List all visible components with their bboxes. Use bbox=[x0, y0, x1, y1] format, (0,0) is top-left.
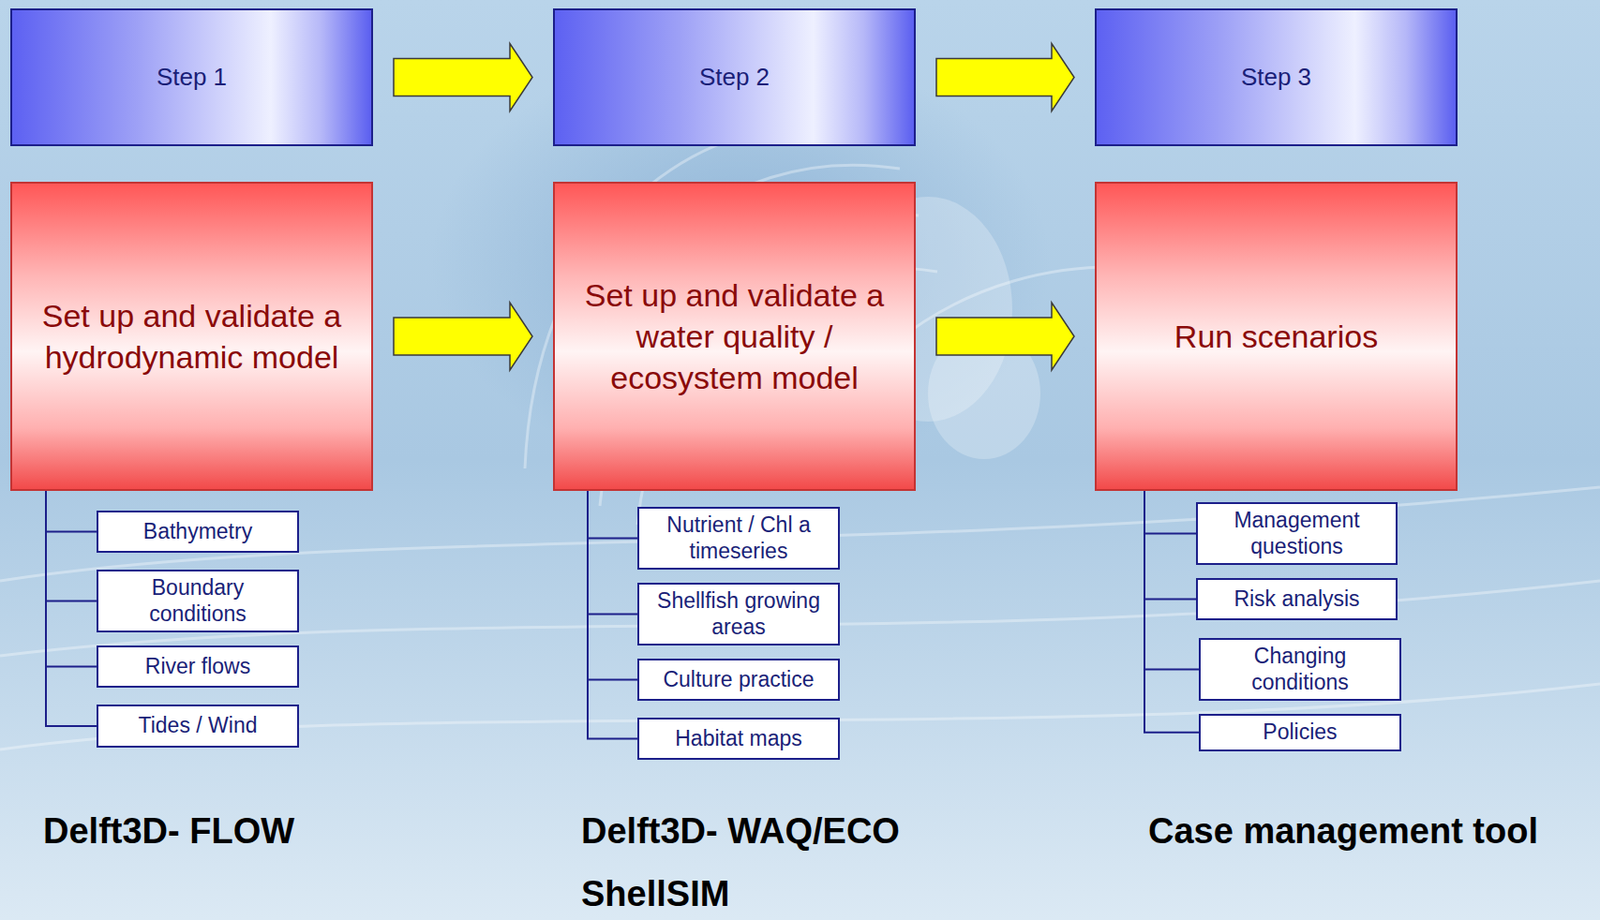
block-arrow bbox=[936, 44, 1075, 112]
input-box: River flows bbox=[96, 645, 300, 688]
tool-label: Delft3D- FLOW bbox=[43, 810, 295, 853]
input-box: Tides / Wind bbox=[96, 704, 300, 748]
node-text: Policies bbox=[1262, 719, 1337, 747]
tree-connector bbox=[587, 491, 638, 681]
node-text: Bathymetry bbox=[143, 519, 253, 546]
node-text: Step 1 bbox=[156, 62, 227, 92]
node-text: Run scenarios bbox=[1174, 315, 1378, 358]
step-header: Step 2 bbox=[553, 8, 916, 147]
tree-connector bbox=[1144, 491, 1197, 600]
tree-connector bbox=[45, 491, 97, 602]
tree-connector bbox=[587, 491, 638, 615]
tool-label: ShellSIM bbox=[581, 873, 730, 915]
tree-connector bbox=[1144, 491, 1199, 671]
tool-label: Case management tool bbox=[1148, 810, 1539, 853]
process-box: Set up and validate a water quality / ec… bbox=[553, 181, 916, 492]
node-text: Shellfish growing areas bbox=[646, 588, 831, 641]
process-box: Set up and validate a hydrodynamic model bbox=[10, 181, 374, 492]
input-box: Bathymetry bbox=[96, 510, 300, 554]
tree-connector bbox=[45, 491, 97, 727]
tree-connector bbox=[1144, 491, 1197, 535]
input-box: Nutrient / Chl a timeseries bbox=[637, 507, 840, 570]
block-arrow bbox=[393, 44, 533, 112]
process-box: Run scenarios bbox=[1094, 181, 1458, 492]
node-text: Step 2 bbox=[699, 62, 770, 92]
input-box: Shellfish growing areas bbox=[637, 583, 840, 646]
node-text: Nutrient / Chl a timeseries bbox=[646, 512, 831, 565]
node-text: Changing conditions bbox=[1208, 643, 1392, 696]
input-box: Culture practice bbox=[637, 658, 840, 702]
tree-connector bbox=[1144, 491, 1199, 733]
node-text: Tides / Wind bbox=[138, 713, 258, 740]
input-box: Policies bbox=[1198, 714, 1402, 752]
tree-connector bbox=[45, 491, 97, 533]
node-text: Step 3 bbox=[1241, 62, 1312, 92]
tree-connector bbox=[587, 491, 638, 740]
node-text: Habitat maps bbox=[674, 726, 803, 753]
block-arrow bbox=[393, 302, 533, 371]
input-box: Habitat maps bbox=[637, 717, 840, 761]
step-header: Step 3 bbox=[1094, 8, 1458, 147]
tool-label: Delft3D- WAQ/ECO bbox=[581, 810, 900, 853]
node-text: Risk analysis bbox=[1233, 586, 1360, 614]
tree-connector bbox=[587, 491, 638, 539]
node-text: Set up and validate a hydrodynamic model bbox=[23, 295, 360, 378]
wave-lines bbox=[0, 119, 1600, 750]
node-text: River flows bbox=[145, 654, 251, 681]
tree-connector bbox=[45, 491, 97, 668]
input-box: Boundary conditions bbox=[96, 569, 300, 633]
input-box: Risk analysis bbox=[1196, 578, 1398, 621]
node-text: Set up and validate a water quality / ec… bbox=[566, 274, 903, 400]
node-text: Culture practice bbox=[662, 667, 814, 694]
node-text: Management questions bbox=[1205, 508, 1389, 560]
block-arrow bbox=[936, 302, 1075, 371]
step-header: Step 1 bbox=[10, 8, 374, 147]
node-text: Boundary conditions bbox=[105, 575, 290, 628]
input-box: Changing conditions bbox=[1198, 638, 1402, 702]
input-box: Management questions bbox=[1196, 502, 1398, 566]
